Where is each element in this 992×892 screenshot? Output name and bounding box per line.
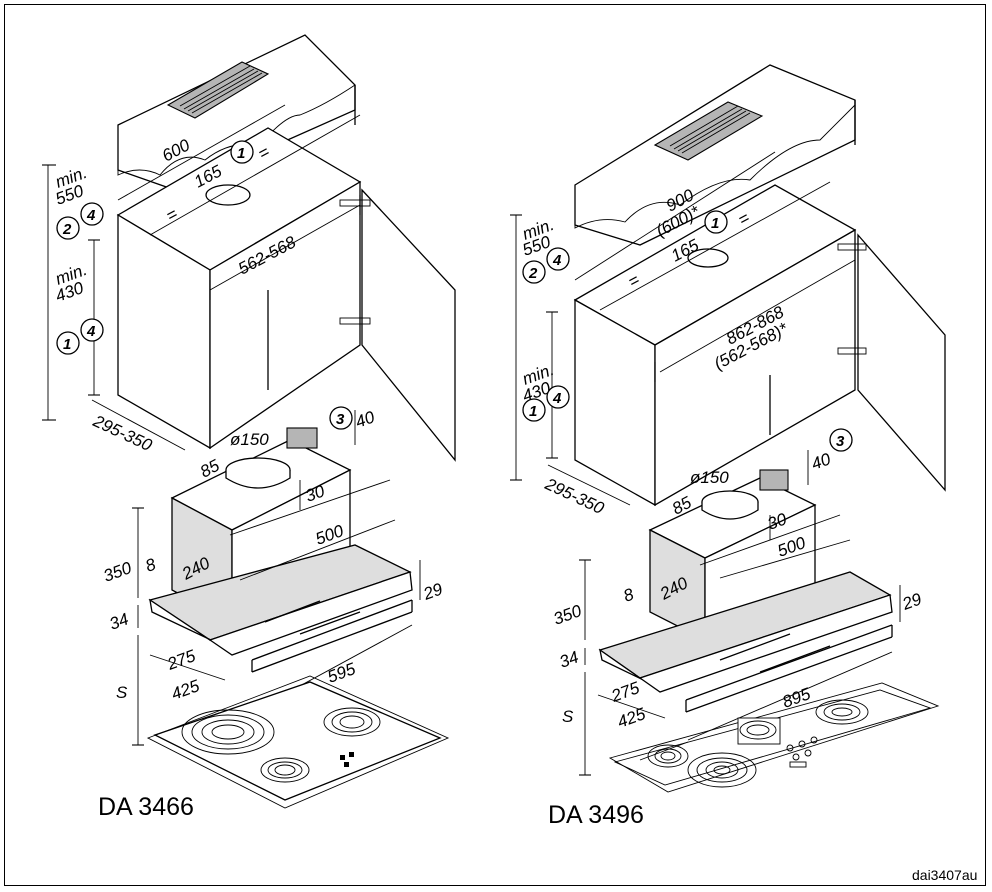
left-d29: 29 [420,579,446,604]
svg-text:4: 4 [86,207,96,224]
left-d595: 595 [325,659,359,687]
left-circle-1-top: 1 [230,140,254,164]
left-burner-3 [260,757,310,783]
svg-text:4: 4 [552,390,562,407]
figure-frame [4,4,986,886]
right-d34: 34 [557,647,581,671]
right-circle-1-top: 1 [704,210,728,234]
right-d8: 8 [621,584,637,605]
svg-text:4: 4 [552,252,562,269]
left-model-label: DA 3466 [98,793,194,821]
right-circle-3: 3 [829,428,853,452]
left-cabinet [116,127,456,462]
right-duct: ø150 [690,468,729,487]
svg-text:1: 1 [63,336,71,353]
svg-text:1: 1 [711,215,719,232]
right-diagram: 900 (600)* 165 = = 862-868 (562-568)* mi… [510,64,946,829]
svg-text:1: 1 [529,403,537,420]
right-d29: 29 [899,589,925,614]
left-circle-4-bottom: 4 [80,318,104,342]
left-cabinet-dims [42,104,361,451]
left-duct: ø150 [230,430,269,449]
right-burner-4 [815,699,869,725]
right-cabinet-dims [510,151,856,506]
svg-text:1: 1 [237,145,245,162]
left-d350: 350 [101,558,135,586]
left-burner-2 [323,707,381,737]
left-circle-3: 3 [329,406,353,430]
left-d425: 425 [169,676,203,704]
left-diagram: 600 165 = = 562-568 min. 550 min. 430 29… [42,34,456,821]
left-circle-1-bottom: 1 [56,331,80,355]
right-depth: 295-350 [541,474,607,518]
right-burner-2 [687,752,757,788]
left-d40: 40 [353,407,378,432]
svg-text:2: 2 [528,265,538,282]
right-d40: 40 [809,449,834,474]
right-burner-1 [647,744,689,768]
left-hob-controls [340,752,354,767]
svg-text:2: 2 [62,221,72,238]
right-hob [608,682,940,793]
right-burner-3 [737,717,781,745]
right-cabinet [573,184,946,507]
right-d425: 425 [615,704,649,732]
right-circle-1-bottom: 1 [522,398,546,422]
left-burner-1 [181,709,275,755]
left-d34: 34 [107,609,131,633]
svg-text:4: 4 [86,323,96,340]
left-s: S [116,683,128,702]
right-circle-4-bottom: 4 [546,385,570,409]
right-model-label: DA 3496 [548,801,644,829]
left-hood-dims [132,410,421,746]
right-d275: 275 [608,678,643,706]
right-hood [598,469,893,713]
right-hood-dims [579,450,901,776]
left-circle-2: 2 [56,216,80,240]
right-circle-4-top: 4 [546,247,570,271]
right-s: S [562,707,574,726]
left-hood [148,427,413,673]
svg-text:3: 3 [836,433,845,450]
left-hob [146,675,450,809]
right-ceiling [574,64,856,246]
figure-code: dai3407au [912,867,977,883]
svg-text:3: 3 [336,411,345,428]
right-hob-controls [786,736,818,768]
left-d8: 8 [143,554,159,575]
right-d350: 350 [551,601,585,629]
left-depth: 295-350 [89,411,155,455]
left-circle-4-top: 4 [80,202,104,226]
right-circle-2: 2 [522,260,546,284]
